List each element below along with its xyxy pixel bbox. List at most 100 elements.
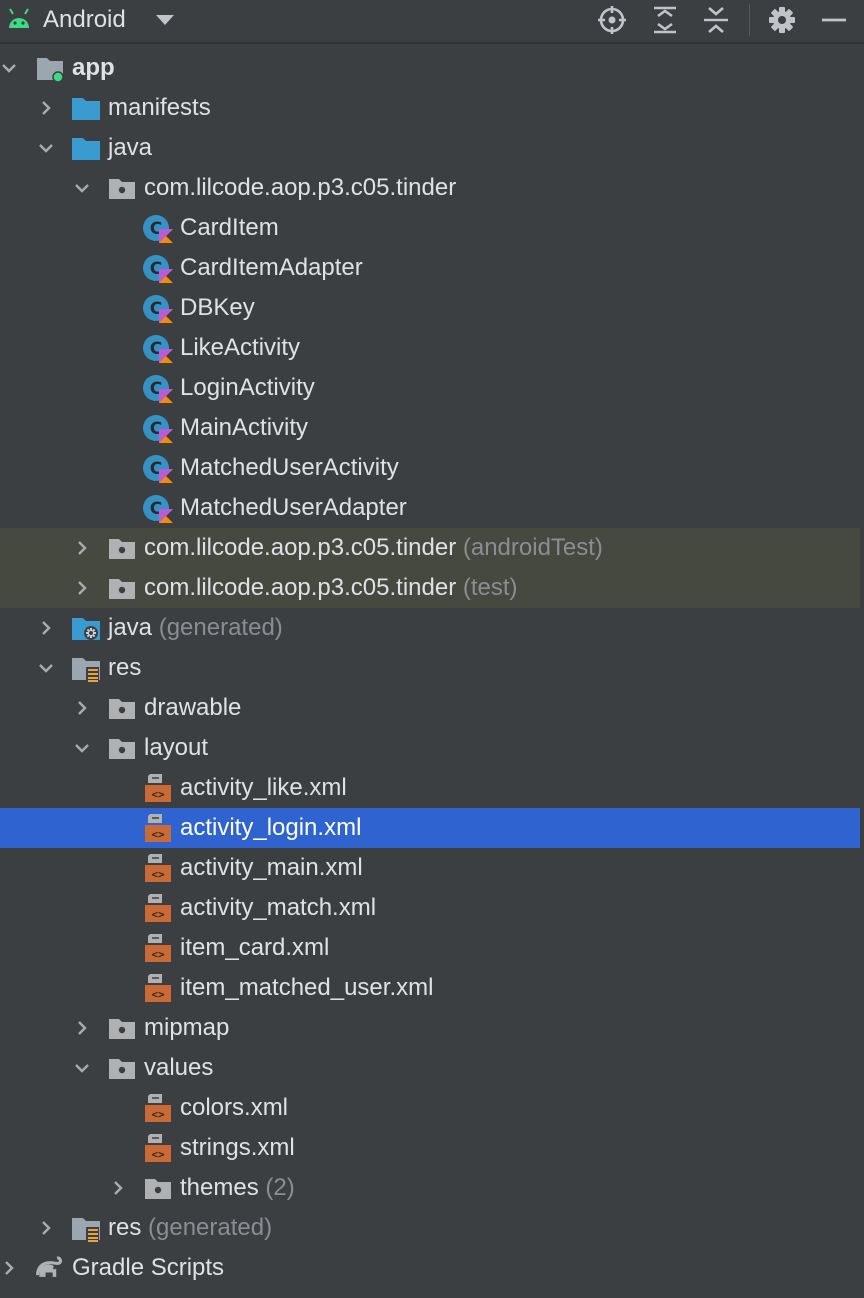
tree-row[interactable]: java (generated) xyxy=(0,608,860,648)
tree-row[interactable]: values xyxy=(0,1048,860,1088)
tree-row[interactable]: themes (2) xyxy=(0,1168,860,1208)
tree-item-label: activity_main.xml xyxy=(180,854,363,882)
tree-item-label: java (generated) xyxy=(108,614,283,642)
tree-item-label: layout xyxy=(144,734,208,762)
tree-row[interactable]: manifests xyxy=(0,88,860,128)
minimize-icon[interactable] xyxy=(818,4,850,36)
chevron-right-icon[interactable] xyxy=(37,619,55,637)
tree-item-name: LikeActivity xyxy=(180,334,301,361)
svg-text:<>: <> xyxy=(151,908,165,921)
tree-item-label: DBKey xyxy=(180,294,255,322)
tree-item-name: item_card.xml xyxy=(180,934,330,961)
chevron-right-icon[interactable] xyxy=(37,99,55,117)
tree-row[interactable]: com.lilcode.aop.p3.c05.tinder (androidTe… xyxy=(0,528,860,568)
chevron-right-icon[interactable] xyxy=(73,699,91,717)
kotlin-class-icon: C xyxy=(142,412,174,444)
tree-row[interactable]: <> activity_match.xml xyxy=(0,888,860,928)
tree-row[interactable]: mipmap xyxy=(0,1008,860,1048)
tree-item-suffix: (2) xyxy=(265,1174,295,1201)
chevron-right-icon[interactable] xyxy=(73,1019,91,1037)
tree-item-label: MainActivity xyxy=(180,414,308,442)
tree-item-name: LoginActivity xyxy=(180,374,315,401)
chevron-right-icon[interactable] xyxy=(109,1179,127,1197)
tree-item-label: themes (2) xyxy=(180,1174,295,1202)
kotlin-class-icon: C xyxy=(142,452,174,484)
xml-file-icon: <> xyxy=(142,1132,174,1164)
tree-row[interactable]: <>strings.xml xyxy=(0,1128,860,1168)
tree-item-name: res xyxy=(108,654,142,681)
chevron-down-icon[interactable] xyxy=(73,179,91,197)
tree-row[interactable]: com.lilcode.aop.p3.c05.tinder xyxy=(0,168,860,208)
xml-file-icon: <> xyxy=(142,772,174,804)
tree-item-name: activity_match.xml xyxy=(180,894,377,921)
chevron-right-icon[interactable] xyxy=(37,1219,55,1237)
tree-row[interactable]: res (generated) xyxy=(0,1208,860,1248)
chevron-down-icon[interactable] xyxy=(37,659,55,677)
tree-item-label: item_matched_user.xml xyxy=(180,974,433,1002)
xml-file-icon: <> xyxy=(142,1092,174,1124)
tree-item-label: strings.xml xyxy=(180,1134,295,1162)
tree-item-name: CardItemAdapter xyxy=(180,254,363,281)
chevron-right-icon[interactable] xyxy=(73,579,91,597)
tree-row[interactable]: <>item_matched_user.xml xyxy=(0,968,860,1008)
chevron-down-icon[interactable] xyxy=(73,1059,91,1077)
package-icon xyxy=(106,692,138,724)
tree-item-label: LoginActivity xyxy=(180,374,315,402)
tree-item-name: manifests xyxy=(108,94,211,121)
tree-item-label: java xyxy=(108,134,152,162)
tree-row[interactable]: <>activity_like.xml xyxy=(0,768,860,808)
chevron-down-icon[interactable] xyxy=(73,739,91,757)
chevron-right-icon[interactable] xyxy=(0,1259,18,1277)
module-icon xyxy=(34,52,66,84)
tree-item-label: activity_match.xml xyxy=(180,894,376,922)
tree-item-label: app xyxy=(72,54,115,82)
tree-item-suffix: (generated) xyxy=(148,1214,273,1241)
tree-item-name: MatchedUserActivity xyxy=(180,454,399,481)
tree-item-label: Gradle Scripts xyxy=(72,1254,224,1282)
res-folder-icon xyxy=(70,652,102,684)
tree-row[interactable]: java xyxy=(0,128,860,168)
tree-row[interactable]: <> activity_main.xml xyxy=(0,848,860,888)
package-icon xyxy=(106,572,138,604)
tree-row[interactable]: res xyxy=(0,648,860,688)
tree-item-label: com.lilcode.aop.p3.c05.tinder (test) xyxy=(144,574,518,602)
gear-icon[interactable] xyxy=(766,4,798,36)
tree-item-name: activity_like.xml xyxy=(180,774,347,801)
tree-item-name: layout xyxy=(144,734,209,761)
tree-item-name: activity_login.xml xyxy=(180,814,362,841)
locate-icon[interactable] xyxy=(596,4,628,36)
chevron-down-icon[interactable] xyxy=(37,139,55,157)
tree-item-label: CardItem xyxy=(180,214,279,242)
tree-row[interactable]: layout xyxy=(0,728,860,768)
collapse-all-icon[interactable] xyxy=(700,4,732,36)
tree-item-label: mipmap xyxy=(144,1014,229,1042)
tree-row[interactable]: com.lilcode.aop.p3.c05.tinder (test) xyxy=(0,568,860,608)
chevron-right-icon[interactable] xyxy=(73,539,91,557)
dropdown-icon[interactable] xyxy=(156,15,174,25)
svg-text:<>: <> xyxy=(151,868,165,881)
tree-row[interactable]: <>colors.xml xyxy=(0,1088,860,1128)
tree-item-name: mipmap xyxy=(144,1014,230,1041)
tree-row[interactable]: app xyxy=(0,48,860,88)
view-selector-label[interactable]: Android xyxy=(43,6,126,33)
tree-item-label: LikeActivity xyxy=(180,334,300,362)
tree-item-label: res xyxy=(108,654,141,682)
tree-item-label: activity_like.xml xyxy=(180,774,347,802)
tree-row[interactable]: <>item_card.xml xyxy=(0,928,860,968)
chevron-down-icon[interactable] xyxy=(0,59,18,77)
tree-item-name: activity_main.xml xyxy=(180,854,363,881)
tree-item-label: values xyxy=(144,1054,213,1082)
tree-item-name: com.lilcode.aop.p3.c05.tinder xyxy=(144,534,457,561)
tree-row[interactable]: drawable xyxy=(0,688,860,728)
expand-all-icon[interactable] xyxy=(649,4,681,36)
tree-row[interactable]: Gradle Scripts xyxy=(0,1248,860,1288)
tree-row[interactable]: <>activity_login.xml xyxy=(0,808,860,848)
